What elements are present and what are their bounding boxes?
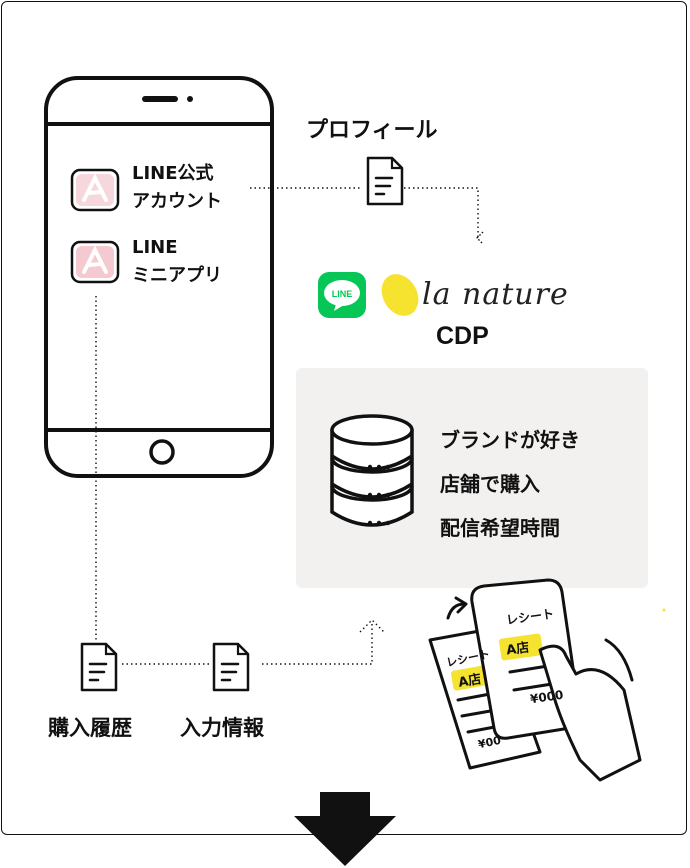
receipts-illustration xyxy=(428,578,666,782)
app-official-label: LINE公式 アカウント xyxy=(132,160,222,216)
app-mini-label: LINE ミニアプリ xyxy=(132,234,222,290)
app-mini-line2: ミニアプリ xyxy=(132,265,222,286)
document-icon-input xyxy=(212,642,250,692)
la-nature-logo: la nature xyxy=(381,274,569,316)
purchase-history-label: 購入履歴 xyxy=(48,716,132,740)
receipt-front-store: A店 xyxy=(505,640,531,659)
app-official-line2: アカウント xyxy=(132,191,222,212)
app-official-line1: LINE公式 xyxy=(132,163,214,184)
hand-icon xyxy=(538,644,642,782)
connectors xyxy=(95,187,484,665)
cdp-attribute-2: 店舗で購入 xyxy=(440,472,540,496)
line-logo-icon: LINE xyxy=(318,272,366,318)
app-icon-mini xyxy=(70,240,120,284)
cdp-attribute-1: ブランドが好き xyxy=(440,428,580,452)
receipt-back-store: A店 xyxy=(457,672,483,691)
document-icon-history xyxy=(80,642,118,692)
app-mini-line1: LINE xyxy=(132,237,178,258)
input-info-label: 入力情報 xyxy=(180,716,264,740)
document-icon-profile xyxy=(366,156,404,206)
down-arrow-icon xyxy=(294,792,396,866)
cdp-label: CDP xyxy=(436,322,489,350)
logo-text: la nature xyxy=(422,277,569,312)
app-icon-official xyxy=(70,168,120,212)
curved-arrow-icon xyxy=(446,602,466,620)
cdp-attribute-3: 配信希望時間 xyxy=(440,516,560,540)
line-badge-text: LINE xyxy=(332,289,353,299)
profile-label: プロフィール xyxy=(306,118,438,143)
